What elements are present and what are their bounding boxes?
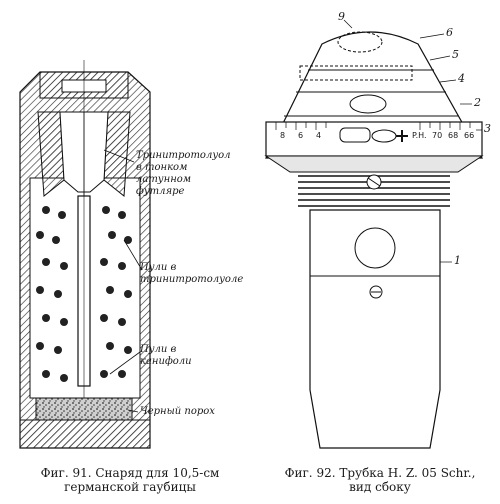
- fig91-shell: [19, 60, 151, 449]
- fig91-caption-line1: Фиг. 91. Снаряд для 10,5-см: [40, 466, 220, 480]
- label-black-powder: Черный порох: [140, 406, 215, 417]
- scale-mark-6: 6: [298, 131, 304, 140]
- scale-mark-4: 4: [316, 131, 322, 140]
- fig92-number-2: 2: [474, 96, 481, 109]
- fig92-number-9: 9: [338, 10, 345, 23]
- fig92-caption-line1: Фиг. 92. Трубка H. Z. 05 Schr.,: [284, 466, 476, 480]
- scale-mark-70: 70: [432, 131, 443, 140]
- fig91-caption-line2: германской гаубицы: [64, 480, 196, 494]
- label-bullets-tnt: Пули в тринитротолуоле: [140, 262, 244, 285]
- fig91-caption: Фиг. 91. Снаряд для 10,5-см германской г…: [10, 466, 250, 494]
- fig92-number-5: 5: [452, 48, 459, 61]
- fig92-caption-line2: вид сбоку: [349, 480, 411, 494]
- fig92-fuse: [264, 19, 484, 449]
- fig92-number-4: 4: [458, 72, 465, 85]
- scale-mark-66: 66: [464, 131, 475, 140]
- fig92-number-3: 3: [484, 122, 491, 135]
- fig92-number-6: 6: [446, 26, 453, 39]
- label-tnt: Тринитротолуол в тонком латунном футляре: [136, 150, 231, 197]
- fig92-number-1: 1: [454, 254, 461, 267]
- scale-mark-8: 8: [280, 131, 286, 140]
- scale-mark-68: 68: [448, 131, 459, 140]
- fig92-caption: Фиг. 92. Трубка H. Z. 05 Schr., вид сбок…: [262, 466, 498, 494]
- scale-text-ph: P.H.: [412, 131, 427, 140]
- label-bullets-rosin: Пули в канифоли: [140, 344, 192, 367]
